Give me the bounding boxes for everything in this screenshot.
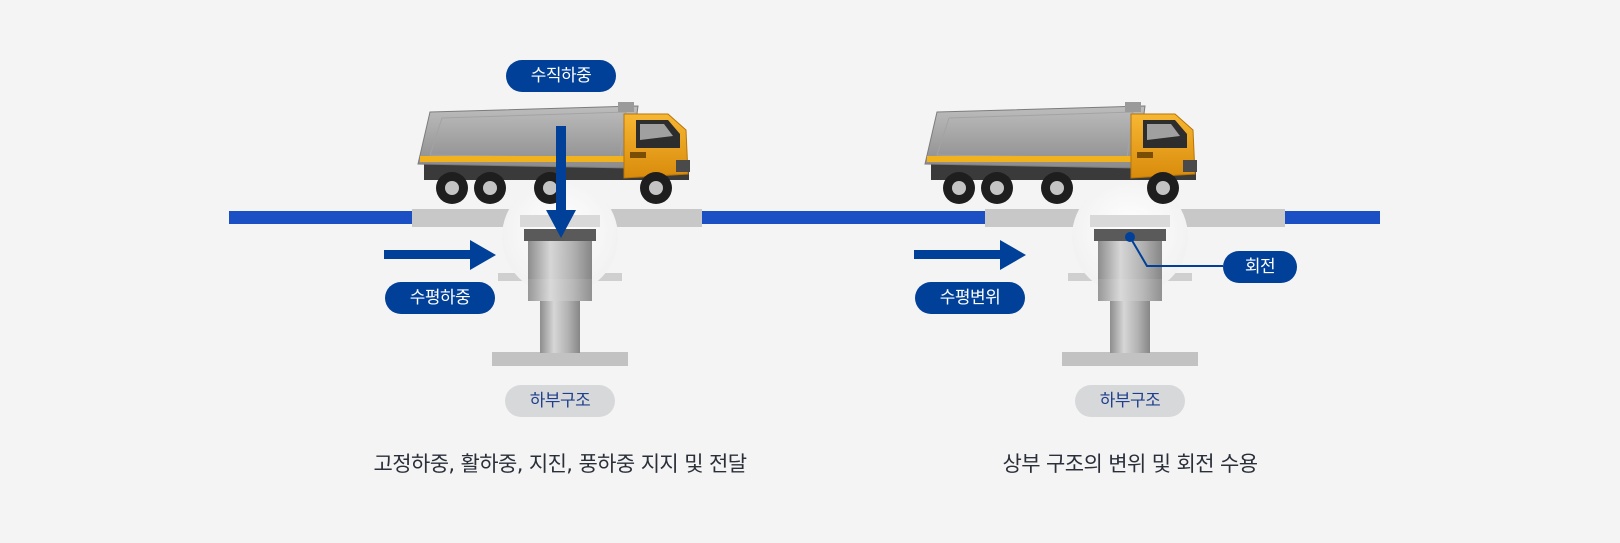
horizontal-displacement-arrow	[914, 240, 1026, 270]
rotation-label: 회전	[1223, 251, 1297, 283]
left-scene	[229, 101, 709, 366]
right-scene	[709, 101, 1380, 366]
vertical-load-label: 수직하중	[506, 60, 616, 92]
horizontal-displacement-label: 수평변위	[915, 282, 1025, 314]
truck	[417, 101, 691, 205]
horizontal-load-label: 수평하중	[385, 282, 495, 314]
substructure-label: 하부구조	[505, 385, 615, 417]
horizontal-load-arrow	[384, 240, 496, 270]
truck	[924, 101, 1198, 205]
substructure-label: 하부구조	[1075, 385, 1185, 417]
pier-substructure	[1062, 179, 1198, 366]
left-caption: 고정하중, 활하중, 지진, 풍하중 지지 및 전달	[373, 452, 748, 476]
vertical-load-arrow	[546, 126, 576, 238]
right-caption: 상부 구조의 변위 및 회전 수용	[1002, 452, 1258, 476]
rotation-leader	[1125, 232, 1223, 267]
